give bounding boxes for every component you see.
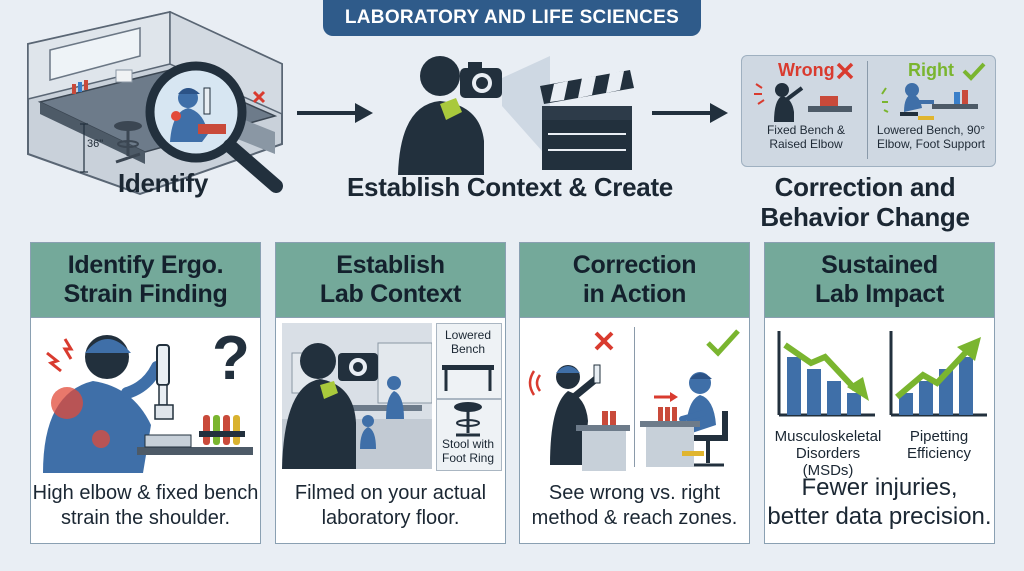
wrong-caption: Fixed Bench & Raised Elbow [766,123,846,151]
panel-title: Establish Lab Context [276,243,505,318]
step-context-label: Establish Context & Create [347,172,673,202]
bench-height-label: 36" [87,138,104,150]
check-mark-icon [962,62,986,81]
panel-lab-context: Establish Lab Context Lowered Bench Stoo… [275,242,506,544]
right-caption: Lowered Bench, 90° Elbow, Foot Support [876,123,986,151]
right-method-figure [640,329,740,467]
right-label: Right [908,60,954,80]
card-divider [867,61,868,159]
efficiency-up-chart-icon [889,331,987,417]
arrow-right-icon [652,103,728,123]
panel-caption: High elbow & fixed bench strain the shou… [32,482,259,529]
panel-lab-impact: Sustained Lab Impact Musculoskeletal Dis… [764,242,995,544]
lab-floor-filming-illustration [282,323,432,469]
wrong-posture-figure [754,83,852,122]
page-title: LABORATORY AND LIFE SCIENCES [323,0,701,36]
right-posture-figure [881,83,978,120]
wrong-method-figure [528,331,630,471]
panel-correction-action: Correction in Action See wrong vs [519,242,750,544]
step-correction-label: Correction and Behavior Change [760,172,970,232]
panel-title: Identify Ergo. Strain Finding [31,243,260,318]
lowered-bench-label: Lowered Bench [444,328,492,356]
msd-down-chart-icon [777,331,875,417]
panel-divider [634,327,635,467]
msd-chart-label: Musculoskeletal Disorders (MSDs) [774,428,882,479]
efficiency-chart-label: Pipetting Efficiency [907,428,971,462]
step-identify-label: Identify [117,168,209,198]
x-mark-icon [836,62,854,80]
panel-caption: See wrong vs. right method & reach zones… [531,482,738,529]
bench-icon [442,365,494,391]
panel-title: Correction in Action [520,243,749,318]
stool-icon [454,402,482,437]
panel-caption: Fewer injuries, better data precision. [767,474,992,530]
stool-foot-ring-label: Stool with Foot Ring [441,437,495,465]
camera-operator-illustration [398,56,634,175]
panel-caption: Filmed on your actual laboratory floor. [294,482,487,529]
panel-identify-strain: Identify Ergo. Strain Finding ? High elb… [30,242,261,544]
magnifier-icon [145,61,283,193]
svg-text:?: ? [212,324,250,393]
arrow-right-icon [297,103,373,123]
strained-worker-illustration: ? [43,324,253,473]
panel-title: Sustained Lab Impact [765,243,994,318]
wrong-label: Wrong [778,60,835,80]
